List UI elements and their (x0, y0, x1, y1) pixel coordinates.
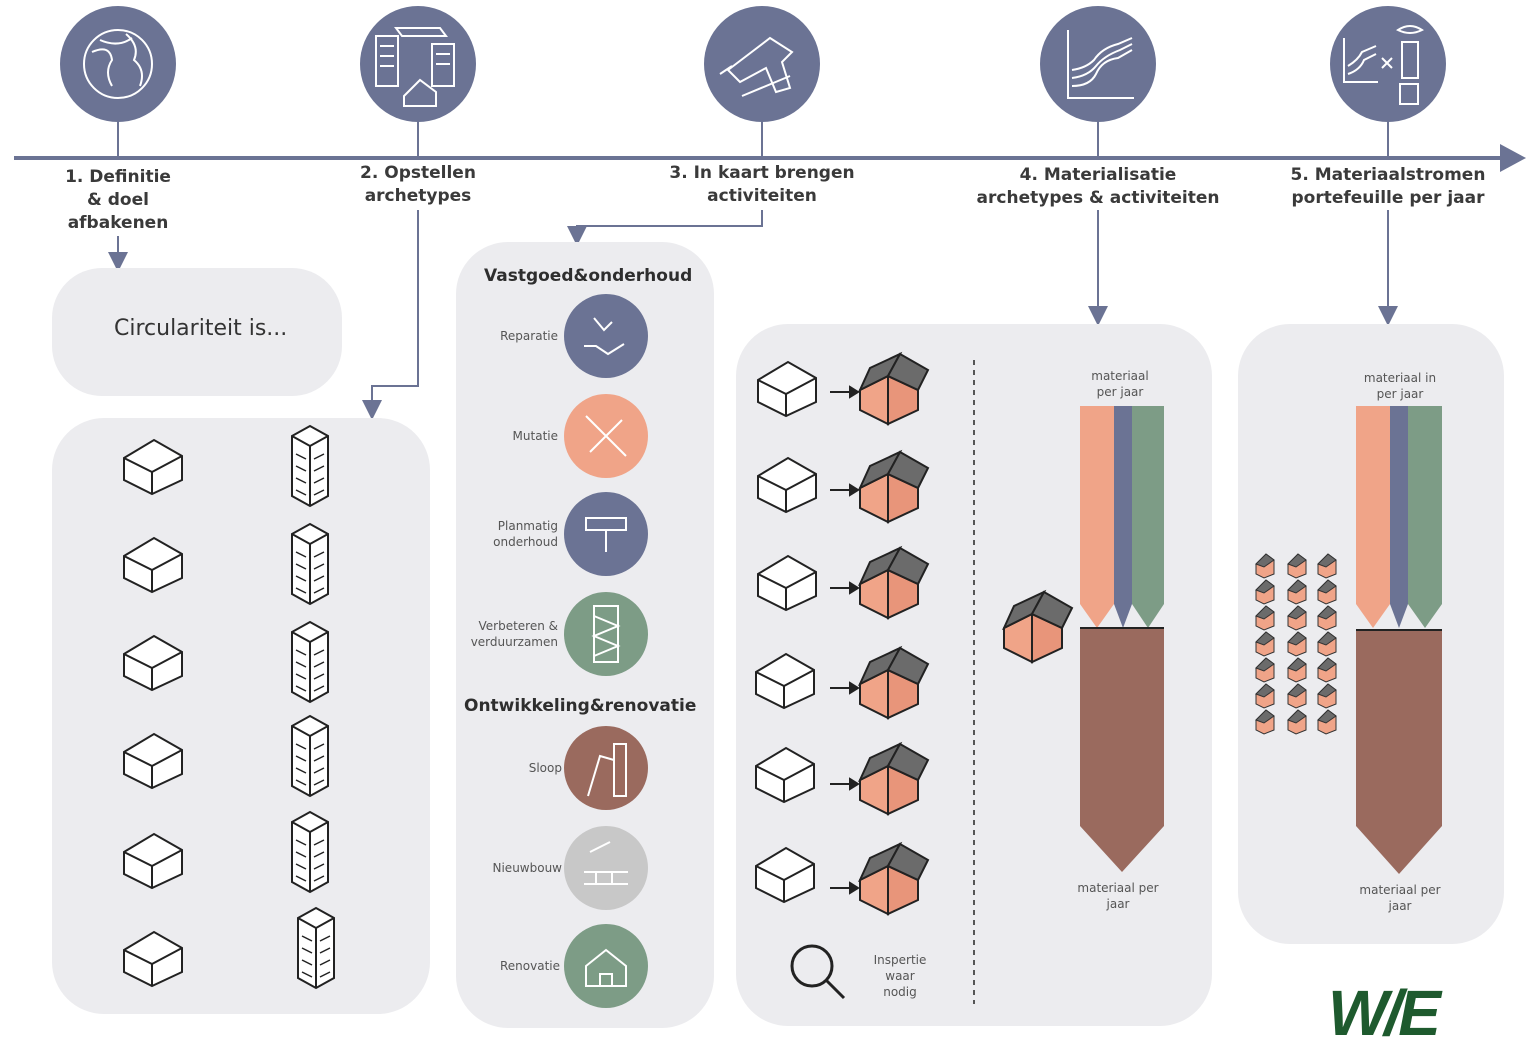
sloop-circle (564, 726, 648, 810)
activity-label-verbeteren: Verbeteren & verduurzamen (470, 619, 558, 649)
reparatie-circle (564, 294, 648, 378)
circularity-text: Circulariteit is... (114, 316, 288, 341)
step-1-node (60, 6, 176, 158)
activities-section2-title: Ontwikkeling&renovatie (464, 696, 697, 716)
material-per-year-top: materiaal per jaar (1091, 369, 1149, 399)
brick-trowel-icon (584, 841, 628, 885)
activity-label-planmatig: Planmatig onderhoud (493, 519, 558, 549)
line-chart-icon (1067, 30, 1134, 99)
step-2-label: 2. Opstellen archetypes (360, 163, 476, 206)
step-5-label: 5. Materiaalstromen portefeuille per jaa… (1290, 165, 1486, 208)
material-flow-in (1080, 406, 1164, 628)
portfolio-flow-out (1356, 630, 1442, 874)
activity-label-renovatie: Renovatie (499, 959, 560, 973)
demolition-icon (587, 743, 627, 797)
connector-step3 (567, 210, 763, 246)
buildings-icon (375, 27, 455, 107)
activity-label-reparatie: Reparatie (500, 329, 558, 343)
archetypes-panel (52, 418, 430, 1014)
step-3-label: 3. In kaart brengen activiteiten (669, 163, 855, 206)
hand-repair-icon (584, 317, 625, 356)
step-5-node (1330, 6, 1446, 158)
tools-icon (585, 415, 627, 457)
house-renovation-icon (585, 948, 627, 987)
step-1-label: 1. Definitie & doel afbakenen (65, 167, 171, 233)
activity-label-mutatie: Mutatie (512, 429, 558, 443)
activity-label-nieuwbouw: Nieuwbouw (492, 861, 563, 875)
chart-times-building-icon (1343, 25, 1424, 105)
drill-icon (719, 36, 794, 97)
step-4-node (1040, 6, 1156, 158)
timeline-arrowhead (1500, 144, 1526, 172)
we-logo: W/E (1328, 977, 1441, 1049)
verbeteren-circle (564, 592, 648, 676)
step-2-node (360, 6, 476, 158)
paint-roller-icon (585, 517, 627, 552)
step-3-node (704, 6, 820, 158)
material-per-year-bottom: materiaal per jaar (1077, 881, 1159, 911)
renovatie-circle (564, 924, 648, 1008)
material-in-per-year: materiaal in per jaar (1363, 371, 1437, 401)
material-flow-out (1080, 628, 1164, 872)
inspection-label: Inspertie waar nodig (873, 953, 927, 999)
step-4-label: 4. Materialisatie archetypes & activitei… (976, 165, 1220, 208)
circularity-panel (52, 268, 342, 396)
portfolio-flow-in (1356, 406, 1442, 628)
nieuwbouw-circle (564, 826, 648, 910)
activity-label-sloop: Sloop (528, 761, 562, 775)
materialisation-arrows (830, 385, 860, 895)
insulation-icon (591, 605, 621, 663)
magnifier-icon (790, 944, 846, 1000)
activities-section1-title: Vastgoed&onderhoud (484, 266, 693, 286)
flows-material-per-year-bottom: materiaal per jaar (1359, 883, 1441, 913)
connector-step2 (362, 210, 419, 420)
globe-icon (83, 29, 153, 99)
